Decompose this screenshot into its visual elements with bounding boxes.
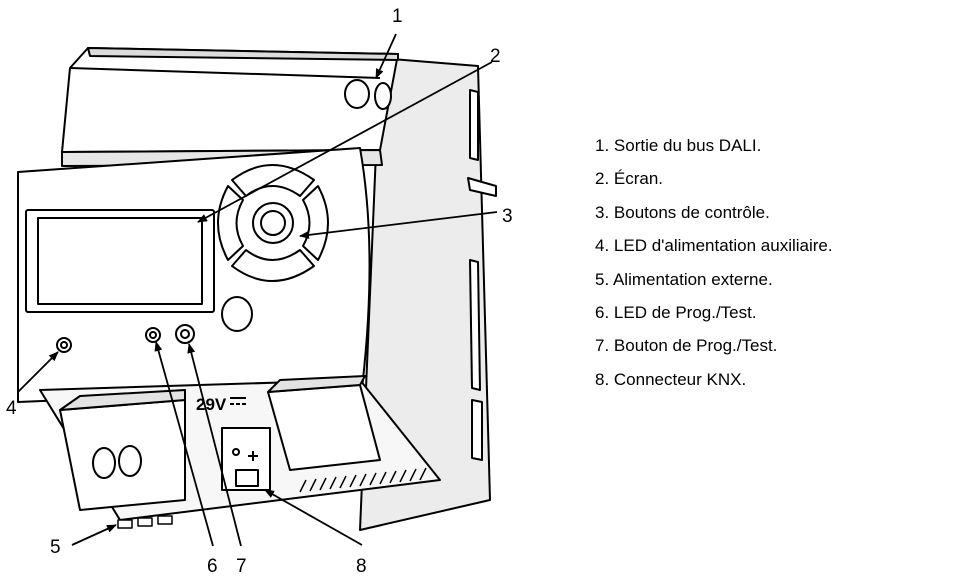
callout-2: 2 <box>490 46 501 67</box>
control-button-down <box>231 249 315 282</box>
control-button-left <box>217 185 244 261</box>
leader-line-4 <box>17 351 59 393</box>
leader-line-2 <box>197 61 493 223</box>
external-power-slots <box>117 515 173 529</box>
leader-line-5 <box>71 524 117 546</box>
legend-item-4: 4. LED d'alimentation auxiliaire. <box>595 236 833 256</box>
power-screw-left <box>92 447 116 479</box>
callout-1: 1 <box>392 6 403 27</box>
legend-item-5: 5. Alimentation externe. <box>595 269 773 289</box>
leader-line-3 <box>299 211 498 239</box>
leader-line-6 <box>154 341 214 547</box>
dali-screw-right <box>374 82 392 110</box>
legend-item-2: 2. Écran. <box>595 169 664 189</box>
device-illustration <box>17 47 497 531</box>
callout-3: 3 <box>502 206 513 227</box>
leader-line-8 <box>264 489 363 546</box>
escape-button <box>221 296 253 332</box>
dc-symbol <box>230 397 246 405</box>
leader-line-1 <box>375 33 397 79</box>
legend-item-1: 1. Sortie du bus DALI. <box>595 136 762 155</box>
dali-screw-left <box>344 79 370 109</box>
legend-item-7: 7. Bouton de Prog./Test. <box>595 336 778 356</box>
power-screw-right <box>118 445 142 477</box>
ventilation-slots <box>299 467 427 493</box>
leader-line-7 <box>187 343 242 547</box>
callout-4: 4 <box>6 398 17 419</box>
legend-item-8: 8. Connecteur KNX. <box>595 369 747 389</box>
leader-lines <box>17 33 498 547</box>
callout-5: 5 <box>50 537 61 558</box>
callout-8: 8 <box>356 556 367 577</box>
callout-7: 7 <box>236 556 247 577</box>
callout-6: 6 <box>207 556 218 577</box>
voltage-label: 29V <box>196 395 227 414</box>
legend-item-3: 3. Boutons de contrôle. <box>595 202 770 222</box>
control-button-right <box>302 185 329 261</box>
legend: 1. Sortie du bus DALI. 2. Écran. 3. Bout… <box>595 129 950 396</box>
display-screen <box>37 217 203 305</box>
legend-item-6: 6. LED de Prog./Test. <box>595 302 757 322</box>
